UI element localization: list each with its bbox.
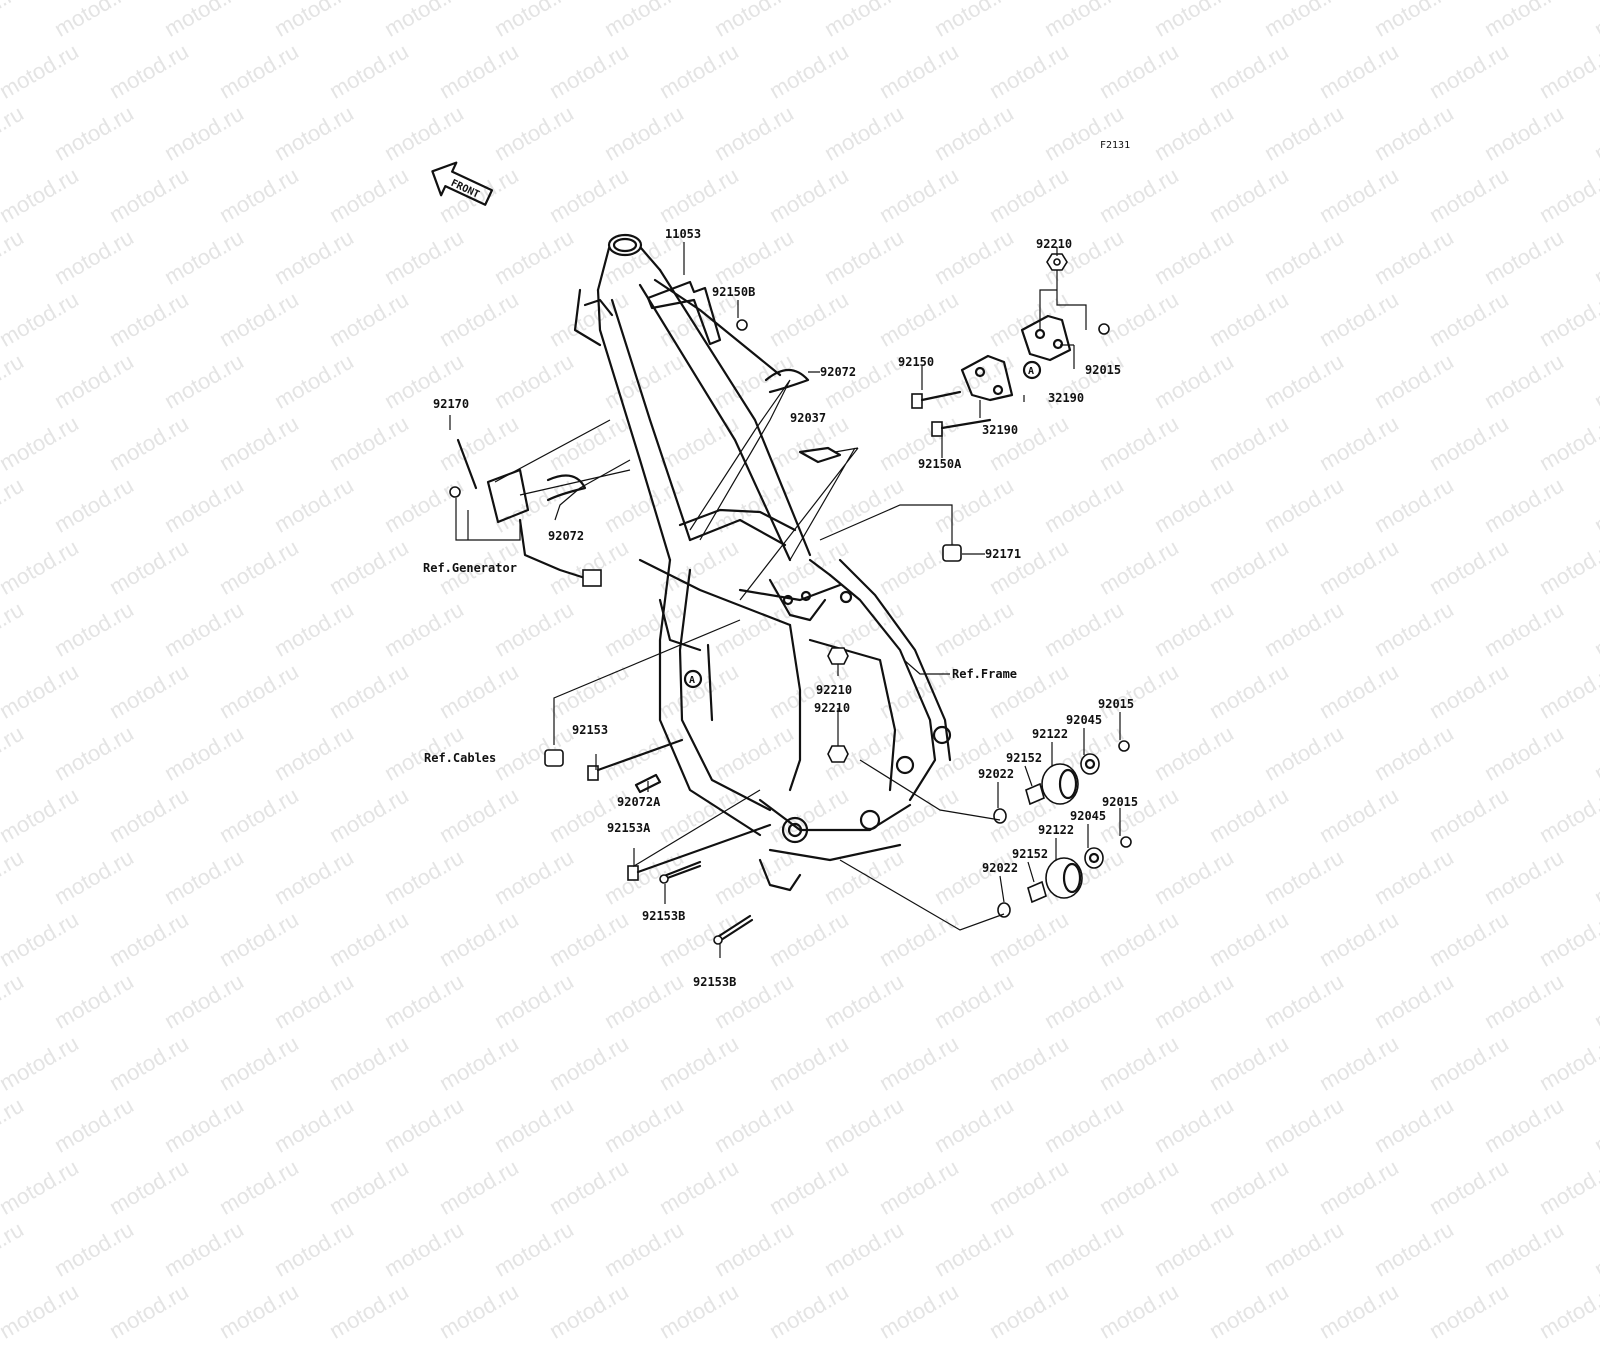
watermark-text: motod.ru xyxy=(0,1278,83,1344)
part-92037-clamp-icon xyxy=(798,446,842,464)
watermark-text: motod.ru xyxy=(710,1216,798,1282)
part-92072-clamp-icon xyxy=(764,368,810,394)
label-92171: 92171 xyxy=(985,547,1021,561)
watermark-text: motod.ru xyxy=(1590,1216,1600,1282)
part-92153a-bolt-icon xyxy=(627,823,772,881)
watermark-text: motod.ru xyxy=(820,1216,908,1282)
figure-code: F2131 xyxy=(1100,140,1130,151)
label-92037: 92037 xyxy=(790,411,826,425)
rear-mount-hardware-upper xyxy=(993,740,1130,824)
watermark-text: motod.ru xyxy=(1535,1278,1600,1344)
watermark-text: motod.ru xyxy=(1425,1278,1513,1344)
watermark-text: motod.ru xyxy=(0,1216,28,1282)
label-ref-generator: Ref.Generator xyxy=(423,561,517,575)
svg-text:A: A xyxy=(689,675,695,686)
label-92072-left: 92072 xyxy=(548,529,584,543)
motorcycle-frame xyxy=(573,233,952,892)
front-label: FRONT xyxy=(449,178,481,201)
leader-lines xyxy=(449,242,1121,958)
watermark-text: motod.ru xyxy=(985,1278,1073,1344)
part-92153b-bolt-icon xyxy=(659,860,754,945)
label-92210-mid-1: 92210 xyxy=(816,683,852,697)
part-92171-grommet-icon xyxy=(942,544,962,562)
part-92015-nut-icon xyxy=(1098,323,1110,335)
label-92210-mid-2: 92210 xyxy=(814,701,850,715)
label-92153b-1: 92153B xyxy=(642,909,685,923)
label-92153: 92153 xyxy=(572,723,608,737)
label-92153b-2: 92153B xyxy=(693,975,736,989)
watermark-text: motod.ru xyxy=(1315,1278,1403,1344)
watermark-text: motod.ru xyxy=(490,1216,578,1282)
watermark-text: motod.ru xyxy=(1370,1216,1458,1282)
label-92150b: 92150B xyxy=(712,285,755,299)
watermark-text: motod.ru xyxy=(765,1278,853,1344)
watermark-text: motod.ru xyxy=(545,1278,633,1344)
watermark-text: motod.ru xyxy=(930,1216,1018,1282)
watermark-text: motod.ru xyxy=(50,1216,138,1282)
generator-regulator-icon xyxy=(449,468,602,587)
watermark-text: motod.ru xyxy=(875,1278,963,1344)
part-92072a-clamp-icon xyxy=(634,773,662,794)
watermark-text: motod.ru xyxy=(1095,1278,1183,1344)
part-92072-clamp-left-icon xyxy=(546,474,587,502)
label-92150: 92150 xyxy=(898,355,934,369)
label-32190-right: 32190 xyxy=(1048,391,1084,405)
part-92153-bolt-icon xyxy=(587,738,684,781)
label-92153a: 92153A xyxy=(607,821,651,835)
frame-parts-diagram: F2131 FRONT xyxy=(423,140,1138,989)
label-92015-right-2: 92015 xyxy=(1102,795,1138,809)
callout-a-marker-lower: A xyxy=(683,669,703,689)
label-92072a: 92072A xyxy=(617,795,661,809)
rear-mount-hardware-lower xyxy=(997,836,1132,918)
part-92210-mid-nut-icon xyxy=(827,647,849,763)
watermark-text: motod.ru xyxy=(600,1216,688,1282)
watermark-text: motod.ru xyxy=(325,1278,413,1344)
part-92170-rod-icon xyxy=(456,438,478,490)
label-92210-top: 92210 xyxy=(1036,237,1072,251)
watermark-text: motod.ru xyxy=(160,1216,248,1282)
watermark-text: motod.ru xyxy=(655,1278,743,1344)
watermark-text: motod.ru xyxy=(1150,1216,1238,1282)
callout-a-marker-upper: A xyxy=(1022,360,1042,380)
watermark-text: motod.ru xyxy=(435,1278,523,1344)
label-92045-2: 92045 xyxy=(1070,809,1106,823)
watermark-text: motod.ru xyxy=(270,1216,358,1282)
label-11053: 11053 xyxy=(665,227,701,241)
watermark-text: motod.ru xyxy=(215,1278,303,1344)
label-92045-1: 92045 xyxy=(1066,713,1102,727)
label-92152-2: 92152 xyxy=(1012,847,1048,861)
label-92170: 92170 xyxy=(433,397,469,411)
svg-text:A: A xyxy=(1028,366,1034,377)
label-92022-2: 92022 xyxy=(982,861,1018,875)
part-32190-bracket-icon xyxy=(960,314,1072,402)
label-92152-1: 92152 xyxy=(1006,751,1042,765)
label-92150a: 92150A xyxy=(918,457,962,471)
watermark-text: motod.ru xyxy=(380,1216,468,1282)
watermark-text: motod.ru xyxy=(1260,1216,1348,1282)
part-92150b-bolt-icon xyxy=(736,319,748,331)
part-labels: 11053 92150B 92210 92072 92150 92015 321… xyxy=(423,227,1138,989)
part-92210-nut-icon xyxy=(1046,253,1068,271)
label-92122-2: 92122 xyxy=(1038,823,1074,837)
part-11053-bracket-icon xyxy=(646,280,722,346)
label-ref-cables: Ref.Cables xyxy=(424,751,496,765)
watermark-text: motod.ru xyxy=(1480,1216,1568,1282)
watermark-text: motod.ru xyxy=(105,1278,193,1344)
label-92022-1: 92022 xyxy=(978,767,1014,781)
label-92122-1: 92122 xyxy=(1032,727,1068,741)
label-92015-top: 92015 xyxy=(1085,363,1121,377)
label-92015-right-1: 92015 xyxy=(1098,697,1134,711)
watermark-text: motod.ru xyxy=(1205,1278,1293,1344)
label-92072-top: 92072 xyxy=(820,365,856,379)
label-32190-left: 32190 xyxy=(982,423,1018,437)
part-92150-bolt-icon xyxy=(911,390,962,409)
cable-grommet-icon xyxy=(544,749,564,767)
watermark-text: motod.ru xyxy=(1040,1216,1128,1282)
label-ref-frame: Ref.Frame xyxy=(952,667,1017,681)
front-arrow-icon: FRONT xyxy=(431,161,494,206)
